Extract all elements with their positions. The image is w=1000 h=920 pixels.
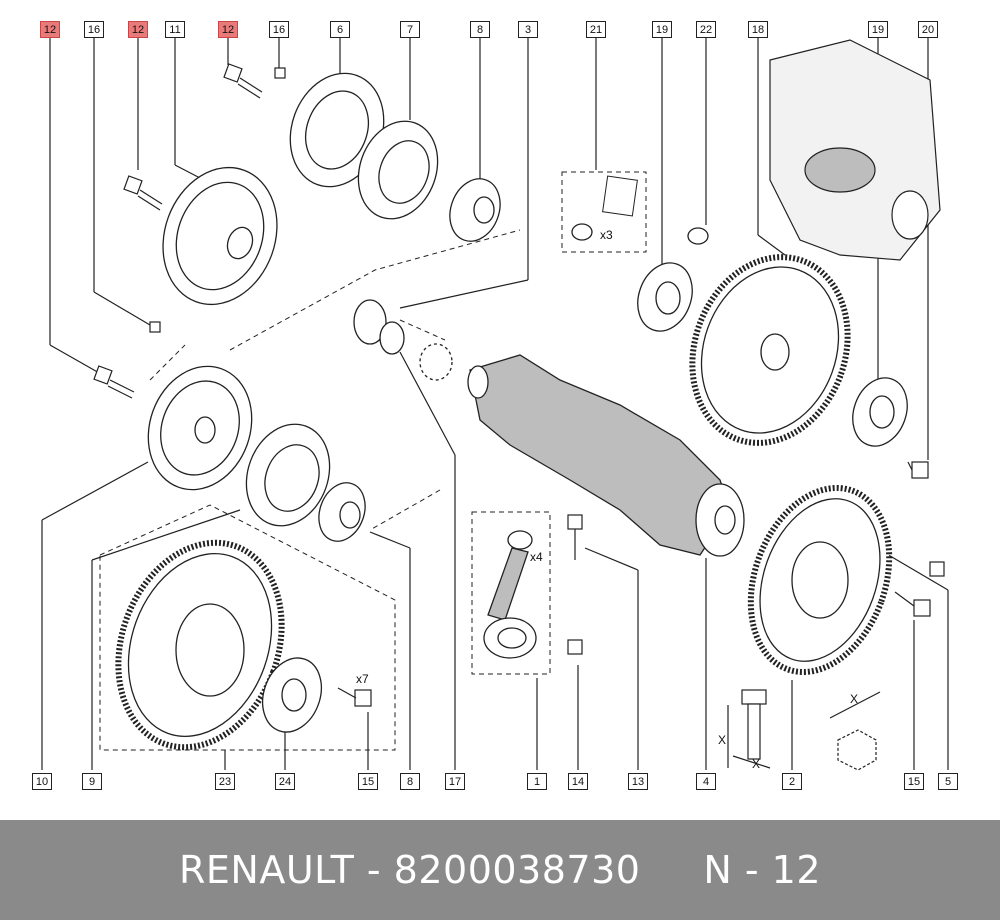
callout-top-2: 16 bbox=[84, 21, 104, 38]
part-number: 8200038730 bbox=[393, 848, 641, 892]
measure-label-x: X bbox=[718, 733, 727, 747]
callout-top-12: 19 bbox=[652, 21, 672, 38]
callout-bottom-1: 10 bbox=[32, 773, 52, 790]
callout-bottom-8: 1 bbox=[527, 773, 547, 790]
callout-top-8: 7 bbox=[400, 21, 420, 38]
callout-bottom-4: 24 bbox=[275, 773, 295, 790]
callout-top-15: 19 bbox=[868, 21, 888, 38]
brand-name: RENAULT bbox=[178, 848, 355, 892]
callout-bottom-2: 9 bbox=[82, 773, 102, 790]
callout-bottom-14: 5 bbox=[938, 773, 958, 790]
callout-bottom-9: 14 bbox=[568, 773, 588, 790]
callout-top-3: 12 bbox=[128, 21, 148, 38]
footer-separator: - bbox=[354, 848, 394, 892]
callout-top-14: 18 bbox=[748, 21, 768, 38]
callout-bottom-7: 17 bbox=[445, 773, 465, 790]
callout-top-1: 12 bbox=[40, 21, 60, 38]
position-label: N - 12 bbox=[703, 848, 822, 892]
callout-bottom-11: 4 bbox=[696, 773, 716, 790]
footer-banner: RENAULT - 8200038730 N - 12 bbox=[0, 820, 1000, 920]
callout-bottom-13: 15 bbox=[904, 773, 924, 790]
footer-caption: RENAULT - 8200038730 N - 12 bbox=[179, 848, 821, 892]
callout-top-7: 6 bbox=[330, 21, 350, 38]
measure-label-x-3: X bbox=[850, 692, 859, 706]
exploded-parts-diagram: 12 16 12 11 12 16 6 7 8 3 21 19 22 18 19… bbox=[32, 21, 958, 790]
quantity-label-x4: x4 bbox=[530, 550, 543, 564]
callout-top-11: 21 bbox=[586, 21, 606, 38]
callout-top-13: 22 bbox=[696, 21, 716, 38]
callout-top-4: 11 bbox=[165, 21, 185, 38]
callout-top-5: 12 bbox=[218, 21, 238, 38]
quantity-label-x3: x3 bbox=[600, 228, 613, 242]
callout-bottom-6: 8 bbox=[400, 773, 420, 790]
callout-bottom-3: 23 bbox=[215, 773, 235, 790]
callout-bottom-10: 13 bbox=[628, 773, 648, 790]
callout-bottom-5: 15 bbox=[358, 773, 378, 790]
callout-top-9: 8 bbox=[470, 21, 490, 38]
quantity-label-x7: x7 bbox=[356, 672, 369, 686]
callout-bottom-12: 2 bbox=[782, 773, 802, 790]
callout-top-16: 20 bbox=[918, 21, 938, 38]
callout-top-10: 3 bbox=[518, 21, 538, 38]
diagram-drawing bbox=[41, 38, 949, 771]
measure-label-x-2: X bbox=[752, 757, 761, 771]
callout-top-6: 16 bbox=[269, 21, 289, 38]
